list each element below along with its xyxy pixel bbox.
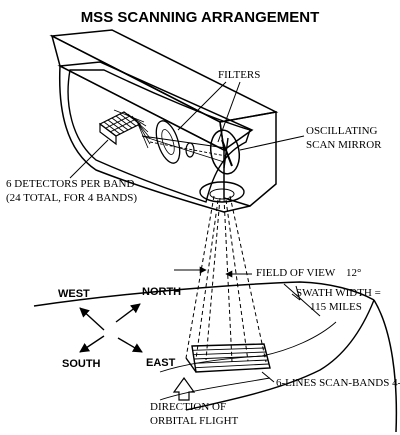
label-field-of-view: FIELD OF VIEW [256,267,336,279]
label-swath-width: SWATH WIDTH = [296,287,381,299]
compass: WEST NORTH SOUTH EAST [58,286,181,370]
compass-east: EAST [146,357,176,369]
scan-line [193,355,268,360]
label-oscillating: OSCILLATING [306,125,378,137]
label-detectors: 6 DETECTORS PER BAND [6,178,135,190]
label-fov-angle: 12° [346,267,361,279]
swath-dimension [283,283,321,317]
scan-band-patch [185,343,271,373]
label-detectors-total: (24 TOTAL, FOR 4 BANDS) [6,192,137,204]
diagram-title: MSS SCANNING ARRANGEMENT [81,9,320,26]
label-scan-bands: 6-LINES SCAN-BANDS 4-7 [276,377,400,389]
optics [141,120,241,175]
scanner-housing [49,29,279,213]
label-scan-mirror: SCAN MIRROR [306,139,382,151]
scan-line [192,347,266,351]
field-of-view-beam [185,195,267,363]
scan-line [194,359,269,364]
scan-line [193,351,267,356]
detector-array [98,109,151,149]
fov-arrows [174,266,252,278]
label-filters: FILTERS [218,69,260,81]
compass-west: WEST [58,288,90,300]
compass-north: NORTH [142,286,181,298]
label-direction: DIRECTION OF [150,401,226,413]
scan-line [195,363,270,369]
label-swath-miles: 115 MILES [310,301,362,313]
flight-direction-arrow [172,376,196,401]
label-orbital-flight: ORBITAL FLIGHT [150,415,239,427]
compass-south: SOUTH [62,358,101,370]
